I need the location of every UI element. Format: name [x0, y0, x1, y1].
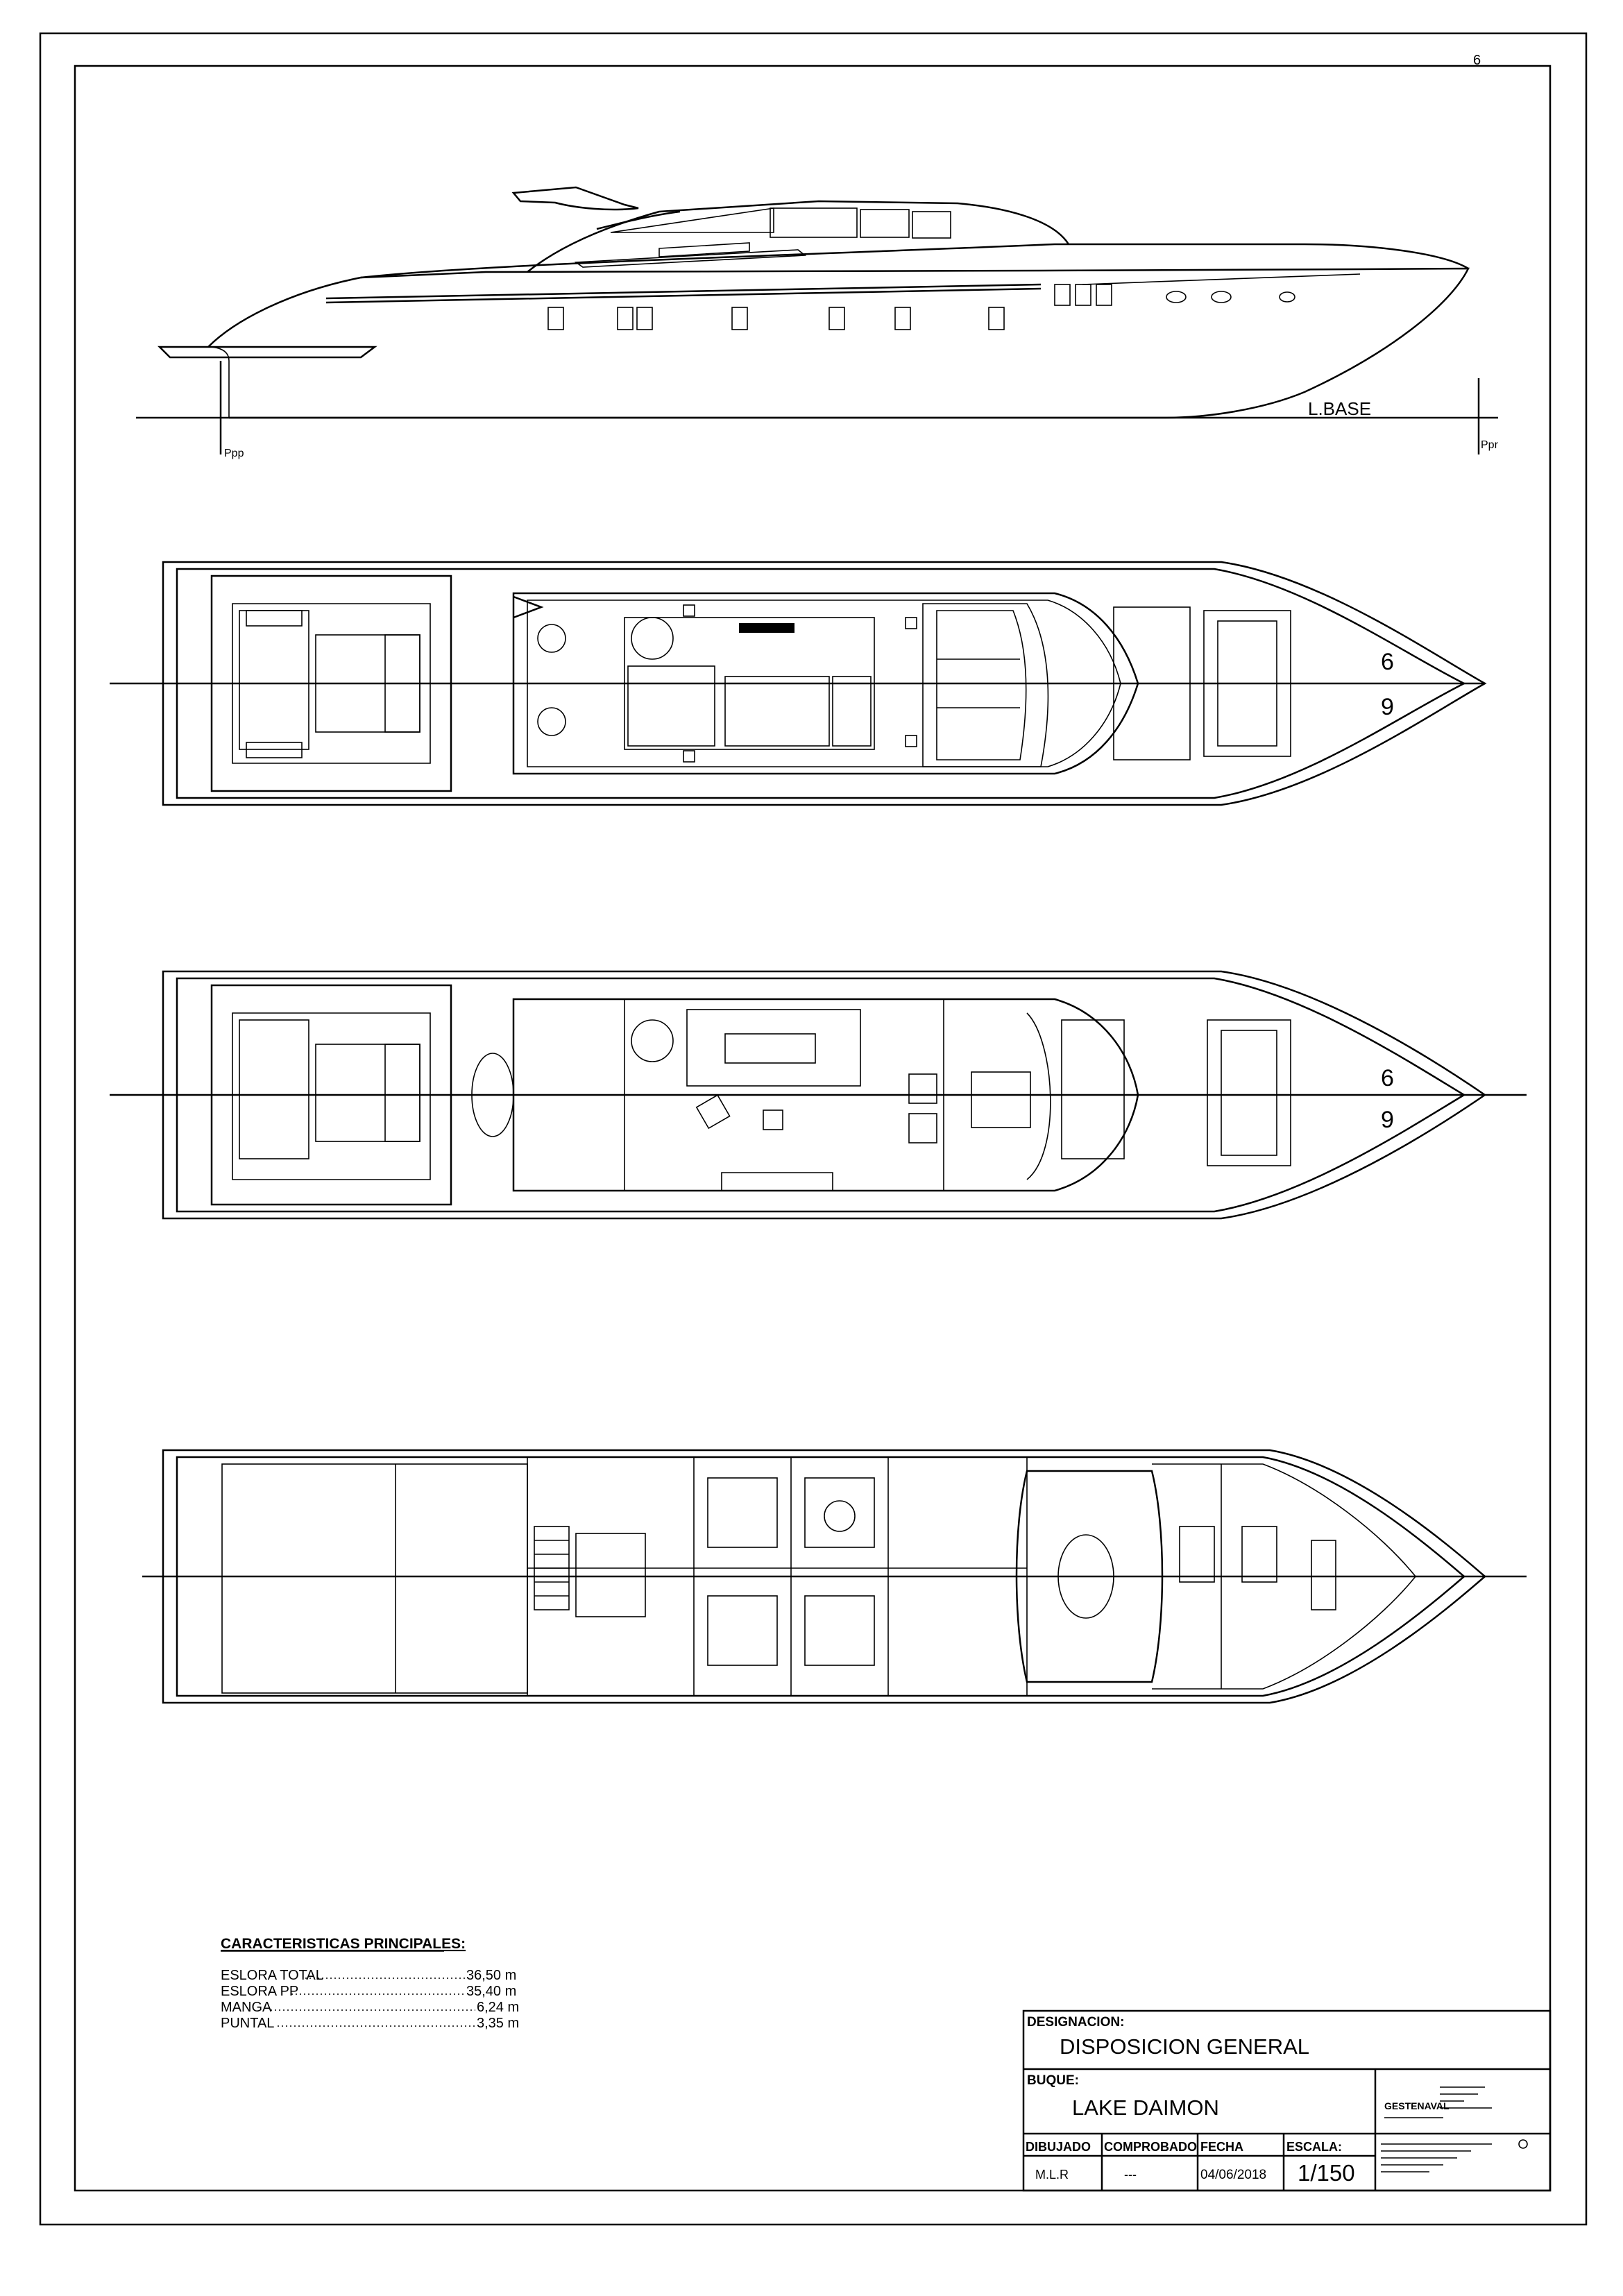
characteristics-label: ESLORA TOTAL [221, 1968, 323, 1983]
characteristics-value: 3,35 m [477, 2016, 519, 2031]
forward-perpendicular-label: Ppr [1481, 439, 1499, 451]
aft-perpendicular-label: Ppp [224, 448, 244, 459]
date-label: FECHA [1200, 2140, 1243, 2154]
characteristics-label: MANGA [221, 2000, 272, 2015]
designation-label: DESIGNACION: [1027, 2015, 1124, 2030]
main-deck-plan: 6 9 [110, 970, 1527, 1220]
main-characteristics: CARACTERISTICAS PRINCIPALES: ESLORA TOTA… [221, 1936, 519, 2031]
svg-text:9: 9 [1381, 694, 1394, 720]
flybridge-deck-plan: 6 9 [110, 561, 1487, 806]
outer-border [39, 32, 1588, 2226]
title-block: DESIGNACION: DISPOSICION GENERAL BUQUE: … [1022, 2009, 1552, 2192]
characteristics-value: 36,50 m [466, 1968, 516, 1983]
drawn-value: M.L.R [1035, 2168, 1069, 2182]
checked-label: COMPROBADO [1104, 2140, 1197, 2154]
checked-value: --- [1124, 2168, 1137, 2182]
date-value: 04/06/2018 [1200, 2168, 1266, 2182]
inner-border [74, 65, 1552, 2192]
vessel-label: BUQUE: [1027, 2073, 1079, 2088]
characteristics-label: PUNTAL [221, 2016, 274, 2031]
drawn-label: DIBUJADO [1026, 2140, 1091, 2154]
vessel-value: LAKE DAIMON [1072, 2095, 1219, 2120]
characteristics-heading: CARACTERISTICAS PRINCIPALES: [221, 1936, 466, 1952]
lower-deck-plan [142, 1449, 1527, 1704]
baseline-label: L.BASE [1308, 398, 1371, 419]
svg-text:9: 9 [1381, 1107, 1394, 1133]
characteristics-value: 35,40 m [466, 1984, 516, 1999]
characteristics-label: ESLORA PP [221, 1984, 298, 1999]
svg-text:6: 6 [1381, 649, 1394, 675]
designation-value: DISPOSICION GENERAL [1060, 2034, 1309, 2059]
profile-view: L.BASE Ppp Ppr [136, 186, 1499, 459]
scale-value: 1/150 [1298, 2160, 1355, 2186]
svg-text:6: 6 [1381, 1065, 1394, 1091]
page-number: 6 [1473, 53, 1481, 68]
scale-label: ESCALA: [1286, 2140, 1342, 2154]
characteristics-value: 6,24 m [477, 2000, 519, 2015]
company-name: GESTENAVAL [1384, 2100, 1450, 2111]
